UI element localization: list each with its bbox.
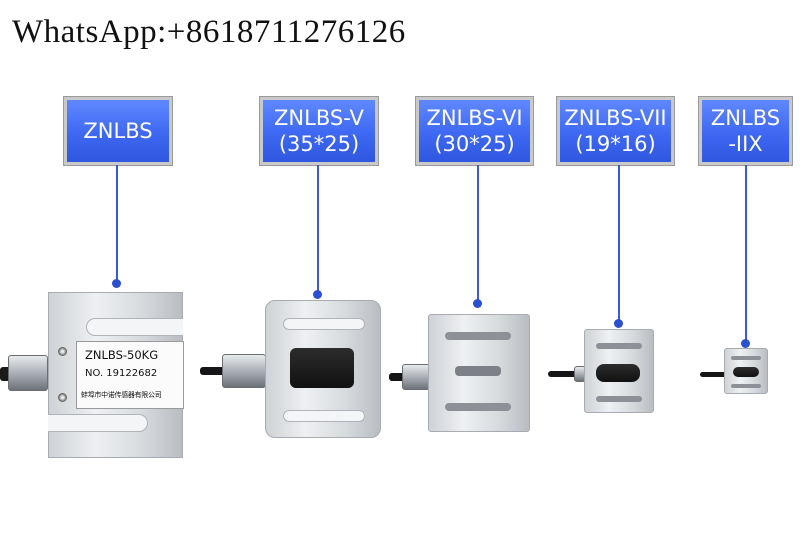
- leader-line: [477, 165, 479, 303]
- model-label-line2: -IIX: [728, 132, 763, 156]
- sensor-nameplate: ZNLBS-50KG NO. 19122682 蚌埠市中诺传感器有限公司: [76, 341, 184, 409]
- model-label-line1: ZNLBS-V: [274, 106, 364, 130]
- model-label-line2: (30*25): [434, 132, 515, 156]
- leader-line: [317, 165, 319, 293]
- model-label-line1: ZNLBS-VII: [564, 106, 667, 130]
- whatsapp-contact-text: WhatsApp:+8618711276126: [12, 14, 406, 50]
- nameplate-maker: 蚌埠市中诺传感器有限公司: [81, 391, 162, 399]
- nameplate-model: ZNLBS-50KG: [85, 348, 159, 362]
- model-label-line1: ZNLBS-VI: [426, 106, 523, 130]
- leader-dot: [313, 290, 322, 299]
- leader-dot: [741, 339, 750, 348]
- model-label-line2: (19*16): [575, 132, 656, 156]
- model-label-znlbs-v: ZNLBS-V (35*25): [260, 97, 378, 165]
- leader-line: [745, 165, 747, 342]
- model-label-line1: ZNLBS: [710, 106, 781, 130]
- leader-line: [116, 165, 118, 282]
- leader-dot: [473, 299, 482, 308]
- leader-dot: [614, 319, 623, 328]
- nameplate-serial: NO. 19122682: [85, 368, 158, 379]
- model-label-znlbs-vii: ZNLBS-VII (19*16): [557, 97, 674, 165]
- model-label-znlbs-iix: ZNLBS -IIX: [699, 97, 792, 165]
- model-label-line2: (35*25): [278, 132, 360, 156]
- model-label-line1: ZNLBS: [83, 119, 153, 143]
- model-label-znlbs-vi: ZNLBS-VI (30*25): [416, 97, 533, 165]
- model-label-znlbs: ZNLBS: [64, 97, 172, 165]
- leader-line: [618, 165, 620, 323]
- leader-dot: [112, 279, 121, 288]
